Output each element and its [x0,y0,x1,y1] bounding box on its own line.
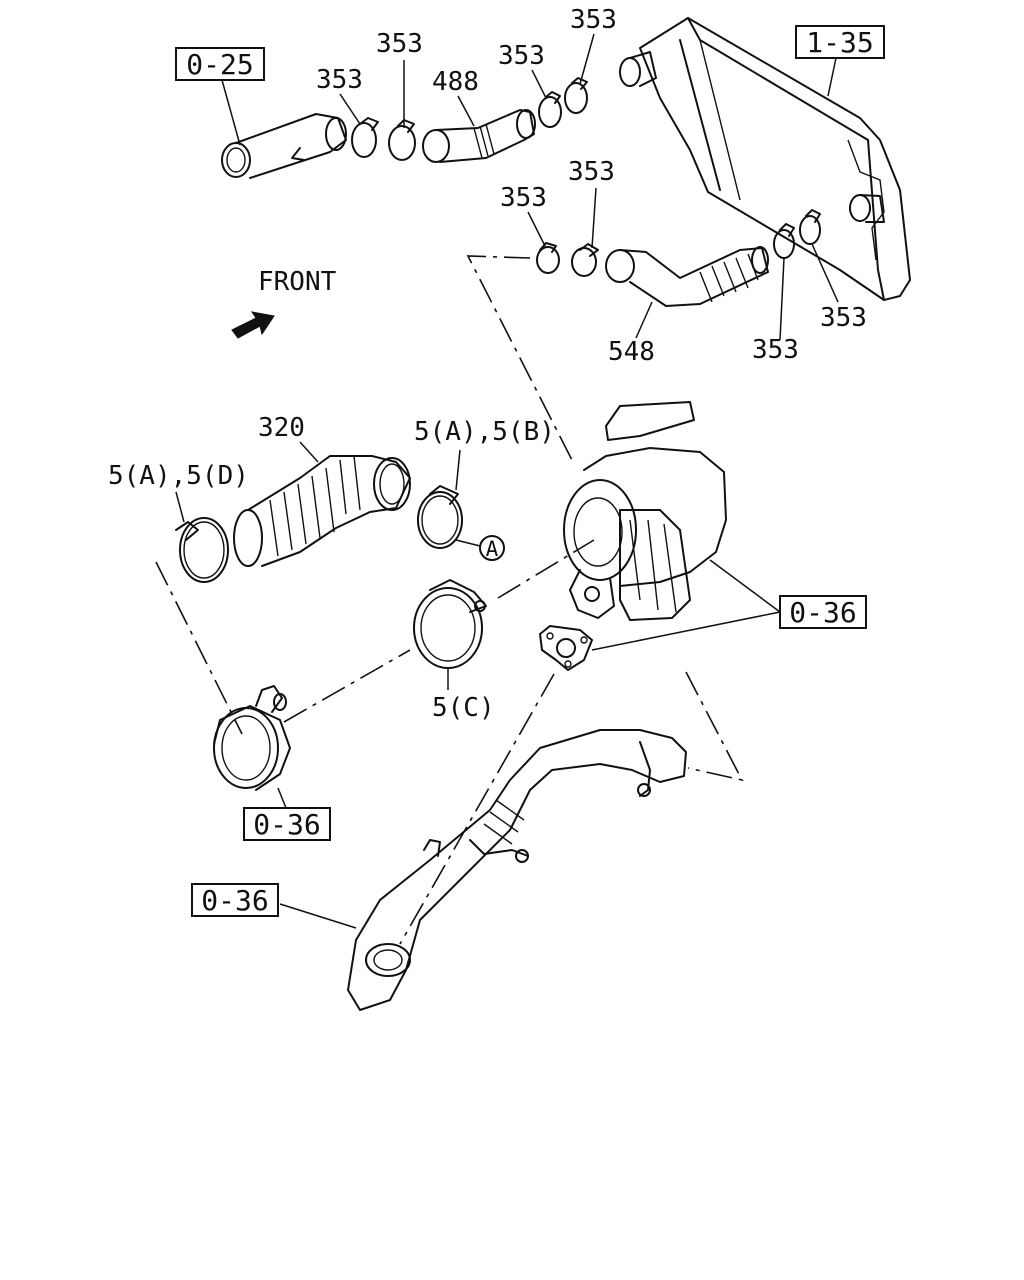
ref-box-0-36-turbo: 0-36 [779,595,867,629]
svg-text:0-36: 0-36 [201,884,268,917]
hose-320 [233,455,411,567]
hose-488 [422,109,536,163]
label-353-c: 353 [498,41,545,71]
upper-inlet-pipe [221,113,347,179]
clamp-353-mid-1 [536,242,560,274]
label-353-f: 353 [568,157,615,187]
front-label: FRONT [258,267,337,297]
clamp-353-upper-4 [564,77,588,114]
label-488: 488 [432,67,479,97]
clamp-353-mid-2 [571,243,599,277]
ref-box-0-36-bottom: 0-36 [191,883,279,917]
compressor-inlet-adapter [213,685,291,791]
label-353-g: 353 [820,303,867,333]
assembly-lines [155,255,744,945]
svg-text:1-35: 1-35 [806,26,873,59]
circle-a-marker: A [479,535,505,561]
clamp-353-upper-2 [388,119,416,161]
svg-text:0-36: 0-36 [789,596,856,629]
front-arrow-icon [231,311,275,339]
label-353-h: 353 [752,335,799,365]
label-353-d: 353 [570,5,617,35]
label-548: 548 [608,337,655,367]
gasket [539,625,593,671]
ref-box-1-35: 1-35 [795,25,885,59]
lower-air-pipe [347,729,687,1011]
label-5ab: 5(A),5(B) [414,417,555,447]
clamp-5ad [175,517,229,583]
hose-548 [605,246,769,307]
clamp-353-right-2 [799,209,821,245]
clamp-353-upper-3 [538,91,562,128]
clamp-5ab [417,485,463,549]
clamp-5c [413,579,487,669]
label-5ad: 5(A),5(D) [108,461,249,491]
svg-text:A: A [486,537,499,561]
svg-text:0-25: 0-25 [186,48,253,81]
label-5c: 5(C) [432,693,495,723]
leader-lines [175,33,839,929]
label-353-b: 353 [316,65,363,95]
intercooler [619,17,911,301]
label-353-e: 353 [500,183,547,213]
ref-box-0-25: 0-25 [175,47,265,81]
ref-box-0-36-left: 0-36 [243,807,331,841]
label-320: 320 [258,413,305,443]
label-353-a: 353 [376,29,423,59]
clamp-353-upper-1 [351,117,379,158]
svg-text:0-36: 0-36 [253,808,320,841]
turbocharger [563,401,727,621]
